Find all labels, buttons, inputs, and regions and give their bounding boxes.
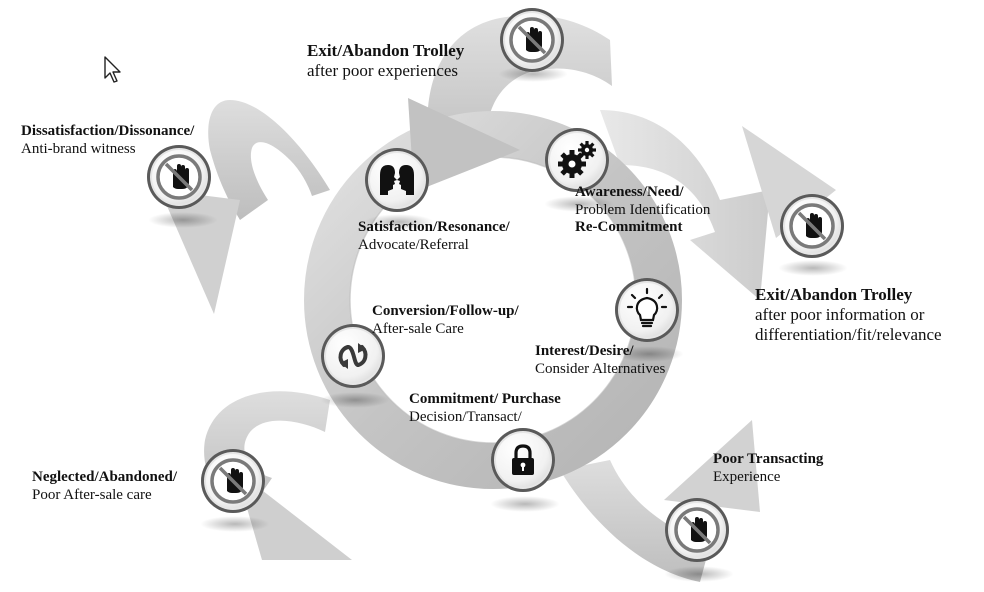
exit-arrowhead-bottom-right [664, 420, 760, 512]
awareness-title: Awareness/Need/ [575, 184, 684, 200]
exit-node-left [147, 145, 211, 209]
awareness-node [545, 128, 609, 192]
neglected-title: Neglected/Abandoned/ [32, 469, 178, 485]
interest-desc: Consider Alternatives [535, 360, 666, 377]
exit-node-right [780, 194, 844, 258]
conversion-desc: After-sale Care [372, 320, 464, 337]
exit-node-top [500, 8, 564, 72]
neglected-label: Neglected/Abandoned/ Poor After-sale car… [32, 469, 177, 504]
interest-node [615, 278, 679, 342]
exit-experiences-desc: after poor experiences [307, 61, 459, 81]
neglected-desc: Poor After-sale care [32, 486, 152, 503]
awareness-desc: Problem Identification [575, 201, 711, 218]
awareness-recommit: Re-Commitment [575, 219, 683, 236]
satisfaction-label: Satisfaction/Resonance/ Advocate/Referra… [358, 219, 510, 254]
no-hand-stop-icon [674, 507, 720, 553]
commitment-desc: Decision/Transact/ [409, 408, 522, 425]
commitment-title: Commitment/ Purchase [409, 391, 561, 407]
exit-information-desc-2: differentiation/fit/relevance [755, 325, 942, 345]
conversion-node [321, 324, 385, 388]
exit-experiences-label: Exit/Abandon Trolley after poor experien… [307, 41, 464, 81]
exit-node-bottom-right [665, 498, 729, 562]
exit-node-bottom-left [201, 449, 265, 513]
exit-information-title: Exit/Abandon Trolley [755, 285, 913, 304]
no-hand-stop-icon [210, 458, 256, 504]
no-hand-stop-icon [509, 17, 555, 63]
exit-arrowhead-left [160, 190, 240, 314]
exit-arrow-right [600, 110, 770, 300]
awareness-label: Awareness/Need/ Problem Identification R… [575, 184, 710, 237]
interest-title: Interest/Desire/ [535, 343, 634, 359]
exit-information-label: Exit/Abandon Trolley after poor informat… [755, 285, 942, 345]
cycle-ring-arrowhead [408, 98, 520, 192]
exit-arrowhead-right [742, 126, 836, 238]
padlock-icon [512, 444, 534, 475]
poor-transacting-title: Poor Transacting [713, 451, 824, 467]
exit-information-desc-1: after poor information or [755, 305, 925, 325]
interest-label: Interest/Desire/ Consider Alternatives [535, 343, 665, 378]
poor-transacting-label: Poor Transacting Experience [713, 451, 823, 486]
dissatisfaction-desc: Anti-brand witness [21, 140, 136, 157]
no-hand-stop-icon [789, 203, 835, 249]
satisfaction-desc: Advocate/Referral [358, 236, 469, 253]
no-hand-stop-icon [156, 154, 202, 200]
satisfaction-title: Satisfaction/Resonance/ [358, 219, 510, 235]
conversion-label: Conversion/Follow-up/ After-sale Care [372, 303, 519, 338]
exit-arrowhead-bottom-left [236, 470, 352, 560]
conversion-title: Conversion/Follow-up/ [372, 303, 519, 319]
poor-transacting-desc: Experience [713, 468, 781, 485]
mouse-cursor-icon [104, 56, 121, 83]
commitment-node [491, 428, 555, 492]
cycle-arrows-icon [338, 343, 368, 369]
dissatisfaction-title: Dissatisfaction/Dissonance/ [21, 123, 195, 139]
lightbulb-icon [626, 287, 668, 328]
satisfaction-node [365, 148, 429, 212]
two-faces-icon [380, 165, 414, 195]
gears-icon [558, 141, 596, 178]
exit-experiences-title: Exit/Abandon Trolley [307, 41, 465, 60]
dissatisfaction-label: Dissatisfaction/Dissonance/ Anti-brand w… [21, 123, 194, 158]
commitment-label: Commitment/ Purchase Decision/Transact/ [409, 391, 561, 426]
exit-arrow-left [208, 100, 330, 220]
